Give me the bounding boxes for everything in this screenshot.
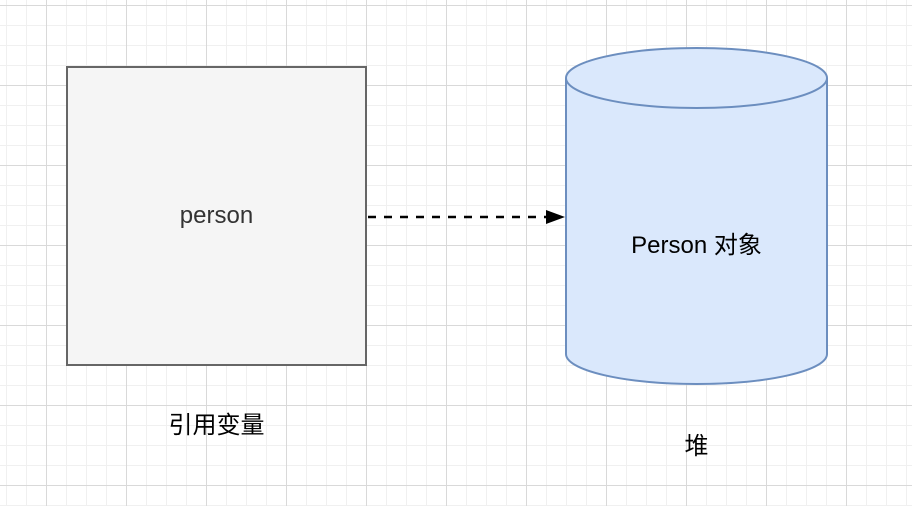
heap-cylinder-label: Person 对象	[631, 232, 762, 259]
cylinder-shape	[565, 47, 828, 385]
cylinder-body	[565, 47, 828, 385]
reference-variable-caption[interactable]: 引用变量	[168, 412, 265, 439]
heap-cylinder-label-wrap: Person 对象	[565, 108, 828, 384]
pointer-arrow[interactable]	[365, 203, 569, 231]
cylinder-rim	[565, 77, 828, 109]
reference-variable-box[interactable]: person	[66, 66, 367, 366]
pointer-arrow-head-icon	[546, 210, 565, 224]
heap-cylinder[interactable]: Person 对象	[565, 47, 828, 385]
reference-variable-box-label: person	[179, 202, 254, 229]
heap-caption[interactable]: 堆	[684, 433, 709, 460]
